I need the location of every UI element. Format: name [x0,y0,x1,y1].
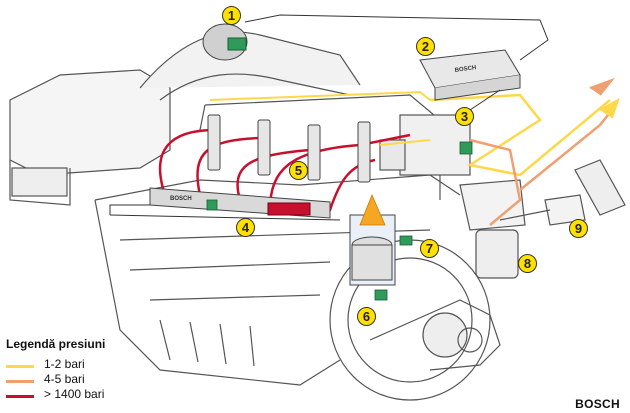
legend-item-high: > 1400 bari [6,387,166,402]
engine-outline [9,31,626,401]
pressure-legend: Legendă presiuni 1-2 bari 4-5 bari > 140… [6,337,166,402]
legend-item-mid: 4-5 bari [6,372,166,387]
callout-1: 1 [222,6,241,25]
callout-9: 9 [569,219,588,238]
legend-label-mid: 4-5 bari [44,372,85,386]
medium-pressure-lines [469,77,620,226]
wiring-harness [109,14,549,221]
injectors [207,114,371,183]
sensors [206,141,473,301]
air-mass-meter [202,23,248,61]
callout-4: 4 [236,218,255,237]
callout-7: 7 [420,239,439,258]
callout-6: 6 [357,307,376,326]
ecu: BOSCH [419,49,521,101]
legend-label-low: 1-2 bari [44,357,85,371]
callout-8: 8 [518,254,537,273]
low-pressure-lines [209,90,611,177]
legend-swatch-low [6,365,34,368]
brand-logo-text: BOSCH [575,397,620,411]
legend-swatch-high [6,395,34,398]
common-rail: BOSCH [149,187,331,219]
ecu-label: BOSCH [454,65,476,74]
callout-2: 2 [416,37,435,56]
legend-label-high: > 1400 bari [44,387,105,401]
legend-item-low: 1-2 bari [6,357,166,372]
legend-swatch-mid [6,380,34,383]
callout-5: 5 [289,161,308,180]
callout-3: 3 [455,107,474,126]
legend-title: Legendă presiuni [6,337,106,351]
cylinder [349,193,396,286]
rail-label: BOSCH [170,196,192,202]
